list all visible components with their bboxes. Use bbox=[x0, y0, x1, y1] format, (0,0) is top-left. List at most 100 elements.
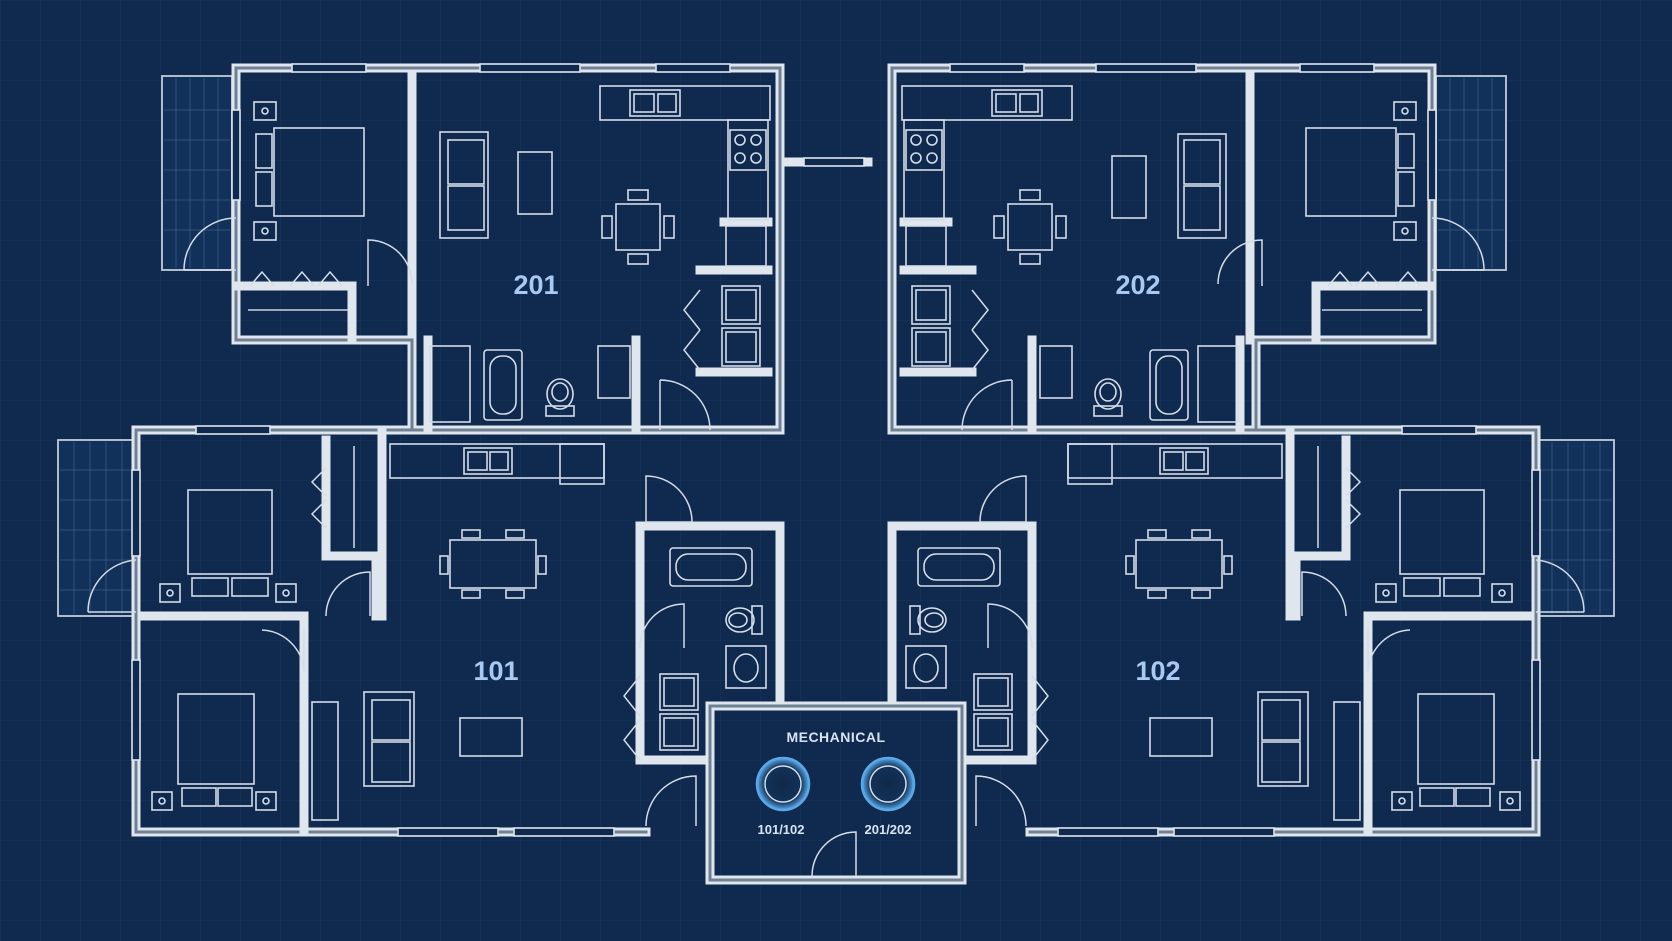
laundry-door bbox=[1031, 675, 1049, 761]
door-swing-icon bbox=[645, 475, 693, 523]
unit-label-202: 202 bbox=[1115, 270, 1160, 300]
closet-door bbox=[1345, 467, 1362, 529]
closet-door bbox=[249, 270, 343, 287]
door-swing-icon bbox=[325, 571, 371, 617]
door-swing-icon bbox=[1217, 239, 1263, 286]
door-swing-icon bbox=[1431, 217, 1485, 271]
bathtub-icon bbox=[483, 349, 523, 421]
coffee-table bbox=[1149, 717, 1213, 757]
toilet-icon bbox=[1093, 378, 1123, 417]
balcony-icon bbox=[161, 75, 233, 271]
sink-icon bbox=[629, 89, 681, 117]
balcony-202 bbox=[1435, 75, 1507, 271]
bed-icon bbox=[253, 101, 365, 241]
balcony-icon bbox=[1535, 439, 1615, 617]
door-swing-icon bbox=[87, 559, 137, 613]
unit-label-101: 101 bbox=[473, 656, 518, 686]
balcony-102 bbox=[1535, 439, 1615, 617]
laundry-door bbox=[971, 289, 989, 371]
bed-icon bbox=[151, 693, 277, 811]
windows bbox=[131, 63, 1541, 837]
door-swing-icon bbox=[367, 239, 413, 286]
unit-202-furnishings bbox=[901, 85, 1485, 431]
laundry-door bbox=[623, 675, 641, 761]
sofa-icon bbox=[1177, 133, 1227, 239]
stove-icon bbox=[729, 129, 767, 171]
toilet-icon bbox=[909, 605, 947, 635]
door-swing-icon bbox=[1367, 629, 1411, 673]
sink-icon bbox=[463, 447, 513, 475]
sofa-icon bbox=[1257, 691, 1309, 787]
door-swing-icon bbox=[261, 629, 305, 673]
stove-icon bbox=[905, 129, 943, 171]
vanity bbox=[1039, 345, 1073, 399]
toilet-icon bbox=[725, 605, 763, 635]
unit-102-furnishings bbox=[905, 443, 1585, 827]
bed-icon bbox=[1375, 489, 1513, 603]
dining-table-icon bbox=[439, 529, 547, 599]
sofa-icon bbox=[439, 131, 489, 239]
closet-door bbox=[1327, 270, 1421, 287]
refrigerator bbox=[905, 225, 947, 267]
washer-dryer-icon bbox=[721, 285, 761, 367]
balcony-201 bbox=[161, 75, 233, 271]
unit-label-201: 201 bbox=[513, 270, 558, 300]
vanity bbox=[725, 645, 767, 689]
closet-door bbox=[310, 467, 327, 529]
heater-label-101-102: 101/102 bbox=[758, 822, 805, 837]
bed-icon bbox=[159, 489, 297, 603]
dining-table-icon bbox=[1125, 529, 1233, 599]
door-swing-icon bbox=[961, 379, 1013, 431]
coffee-table bbox=[517, 151, 553, 215]
washer-dryer-icon bbox=[973, 673, 1013, 751]
balcony-101 bbox=[57, 439, 137, 617]
vanity bbox=[905, 645, 947, 689]
door-swing-icon bbox=[975, 775, 1027, 827]
mechanical-room: MECHANICAL 101/102 201/202 bbox=[755, 729, 916, 877]
door-swing-icon bbox=[1535, 559, 1585, 613]
unit-label-102: 102 bbox=[1135, 656, 1180, 686]
water-heater-icon bbox=[755, 756, 811, 812]
door-swing-icon bbox=[987, 603, 1033, 649]
dining-table-icon bbox=[993, 189, 1067, 265]
bed-icon bbox=[1391, 693, 1521, 811]
bed-icon bbox=[1305, 101, 1417, 241]
heater-label-201-202: 201/202 bbox=[865, 822, 912, 837]
door-swing-icon bbox=[183, 217, 237, 271]
refrigerator bbox=[725, 225, 767, 267]
door-swing-icon bbox=[811, 831, 857, 877]
laundry-door bbox=[683, 289, 701, 371]
door-swing-icon bbox=[645, 775, 697, 827]
bathtub-icon bbox=[917, 547, 1001, 587]
linen-closet bbox=[1197, 345, 1239, 423]
door-swing-icon bbox=[1301, 571, 1347, 617]
bathtub-icon bbox=[1149, 349, 1189, 421]
vanity bbox=[597, 345, 631, 399]
unit-201-furnishings bbox=[183, 85, 771, 431]
sofa-icon bbox=[363, 691, 415, 787]
closet bbox=[311, 701, 339, 821]
coffee-table bbox=[459, 717, 523, 757]
water-heater-icon bbox=[860, 756, 916, 812]
door-swing-icon bbox=[979, 475, 1027, 523]
washer-dryer-icon bbox=[911, 285, 951, 367]
door-swing-icon bbox=[659, 379, 711, 431]
door-swing-icon bbox=[639, 603, 685, 649]
linen-closet bbox=[429, 345, 471, 423]
unit-101-furnishings bbox=[87, 443, 767, 827]
mechanical-room-label: MECHANICAL bbox=[786, 729, 885, 745]
kitchen-counter bbox=[901, 85, 1073, 121]
sink-icon bbox=[1159, 447, 1209, 475]
dining-table-icon bbox=[601, 189, 675, 265]
closet bbox=[1333, 701, 1361, 821]
kitchen-counter bbox=[599, 85, 771, 121]
washer-dryer-icon bbox=[659, 673, 699, 751]
sink-icon bbox=[991, 89, 1043, 117]
balcony-icon bbox=[1435, 75, 1507, 271]
toilet-icon bbox=[545, 378, 575, 417]
coffee-table bbox=[1111, 155, 1147, 219]
bathtub-icon bbox=[669, 547, 753, 587]
